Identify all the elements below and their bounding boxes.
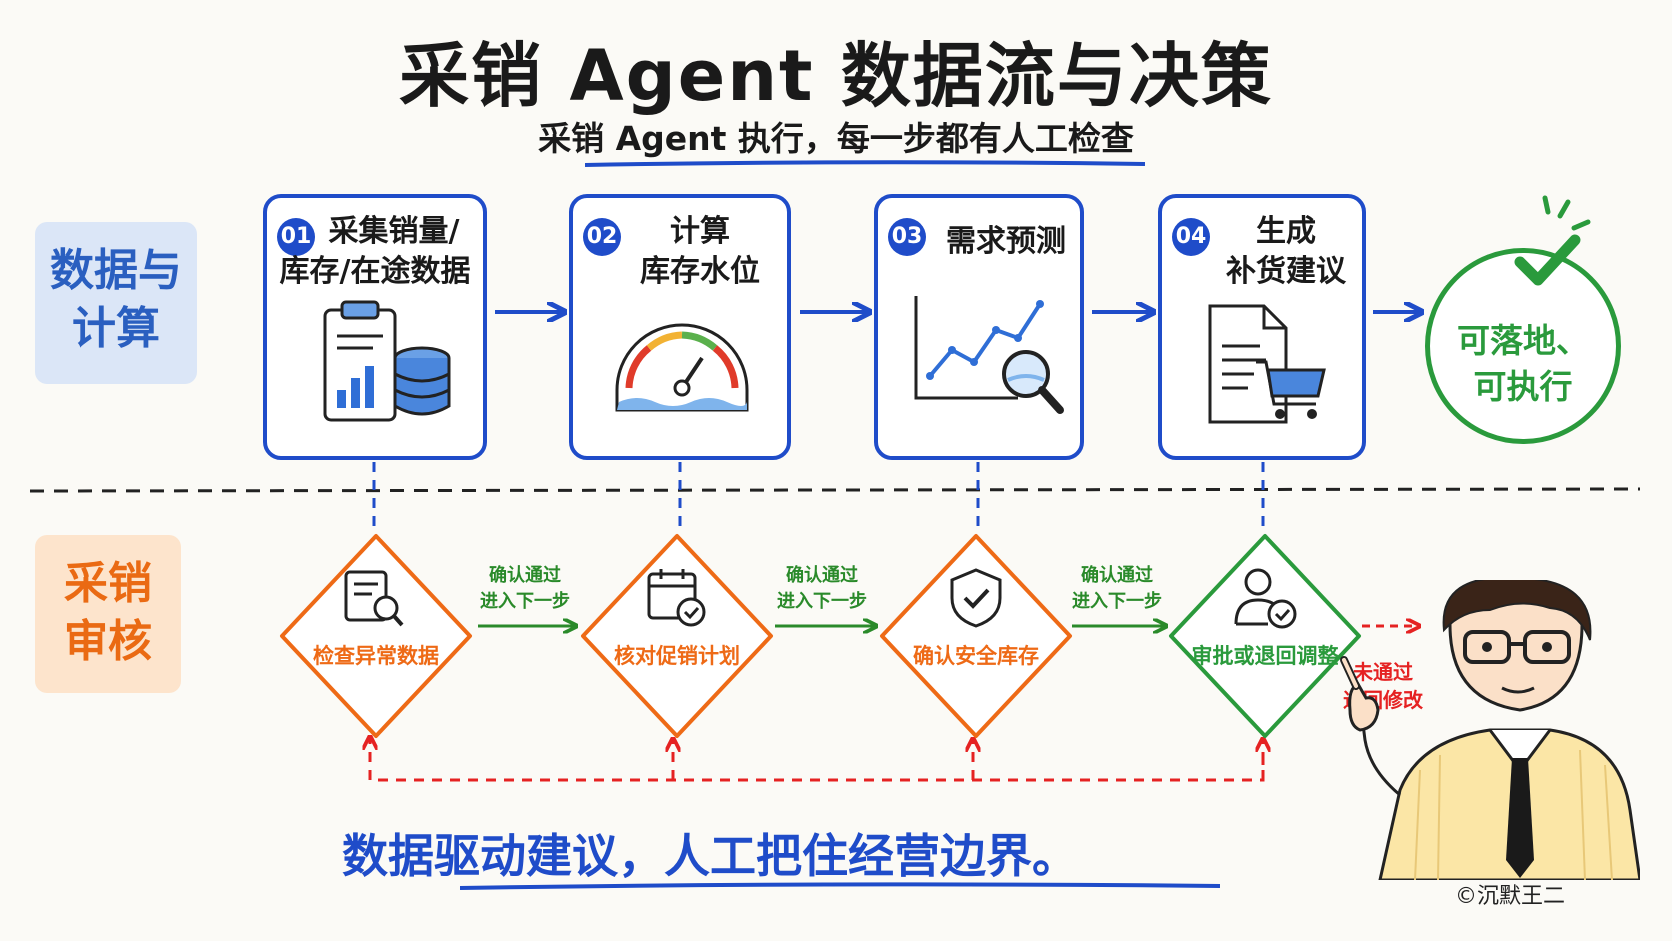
- step1-line1: 采集销量/: [328, 214, 460, 249]
- review-label-2: 核对促销计划: [614, 644, 740, 668]
- clipboard-database-icon: [323, 300, 451, 422]
- lane-data-line2: 计算: [72, 303, 160, 354]
- presenter-illustration: [1340, 580, 1640, 880]
- review-label-3: 确认安全库存: [913, 644, 1039, 668]
- confirm-label-3: 确认通过 进入下一步: [1062, 563, 1172, 615]
- document-cart-icon: [1208, 304, 1326, 424]
- step3-line1: 需求预测: [946, 224, 1066, 259]
- footer-slogan: 数据驱动建议，人工把住经营边界。: [342, 829, 1078, 883]
- lane-label-data: 数据与 计算: [35, 222, 197, 384]
- review-diamond-3: [880, 534, 1072, 738]
- outcome-label: 可落地、 可执行: [1430, 318, 1616, 410]
- outcome-line1: 可落地、: [1457, 321, 1589, 360]
- return-loop: [368, 752, 1265, 782]
- subtitle-underline: [585, 160, 1145, 167]
- step4-line1: 生成: [1256, 214, 1316, 249]
- step2-line2: 库存水位: [640, 254, 760, 289]
- confirm2-line2: 进入下一步: [777, 591, 867, 612]
- step-card-3: 03 需求预测: [874, 194, 1084, 460]
- step-badge-4: 04: [1172, 218, 1210, 256]
- confirm1-line2: 进入下一步: [480, 591, 570, 612]
- outcome-circle: [1425, 248, 1621, 444]
- outcome-line2: 可执行: [1473, 367, 1573, 406]
- confirm2-line1: 确认通过: [786, 565, 858, 586]
- copyright: ©沉默王二: [1455, 884, 1566, 909]
- review-diamond-4: [1169, 534, 1361, 738]
- step1-line2: 库存/在途数据: [279, 254, 471, 289]
- user-check-icon: [1234, 568, 1297, 629]
- gauge-icon: [615, 323, 749, 412]
- lane-label-review: 采销 审核: [35, 535, 181, 693]
- step-badge-2: 02: [583, 218, 621, 256]
- review-diamond-2: [581, 534, 773, 738]
- confirm1-line1: 确认通过: [489, 565, 561, 586]
- step2-line1: 计算: [670, 214, 730, 249]
- step-badge-1: 01: [277, 218, 315, 256]
- confirm-label-2: 确认通过 进入下一步: [767, 563, 877, 615]
- page-subtitle: 采销 Agent 执行，每一步都有人工检查: [538, 119, 1134, 158]
- step4-line2: 补货建议: [1226, 254, 1346, 289]
- shield-check-icon: [950, 568, 1002, 628]
- step-card-1: 01 采集销量/ 库存/在途数据: [263, 194, 487, 460]
- step-badge-3: 03: [888, 218, 926, 256]
- lane-data-line1: 数据与: [50, 245, 182, 296]
- page-title: 采销 Agent 数据流与决策: [399, 35, 1273, 117]
- step-card-2: 02 计算 库存水位: [569, 194, 791, 460]
- step-card-4: 04 生成 补货建议: [1158, 194, 1366, 460]
- reject-line1: 未通过: [1353, 660, 1413, 684]
- review-diamond-1: [280, 534, 472, 738]
- trend-chart-magnifier-icon: [914, 296, 1064, 414]
- review-label-4: 审批或退回调整: [1191, 644, 1339, 668]
- lane-separator: [29, 487, 1641, 493]
- review-label-1: 检查异常数据: [313, 644, 439, 668]
- confirm3-line2: 进入下一步: [1072, 591, 1162, 612]
- calendar-check-icon: [647, 569, 706, 627]
- confirm-label-1: 确认通过 进入下一步: [470, 563, 580, 615]
- footer-underline: [460, 882, 1220, 890]
- lane-review-line1: 采销: [64, 558, 152, 609]
- document-search-icon: [344, 570, 404, 627]
- confirm3-line1: 确认通过: [1081, 565, 1153, 586]
- step-title-1: 采集销量/: [277, 212, 477, 252]
- check-icon: [1514, 195, 1591, 286]
- lane-review-line2: 审核: [64, 616, 152, 667]
